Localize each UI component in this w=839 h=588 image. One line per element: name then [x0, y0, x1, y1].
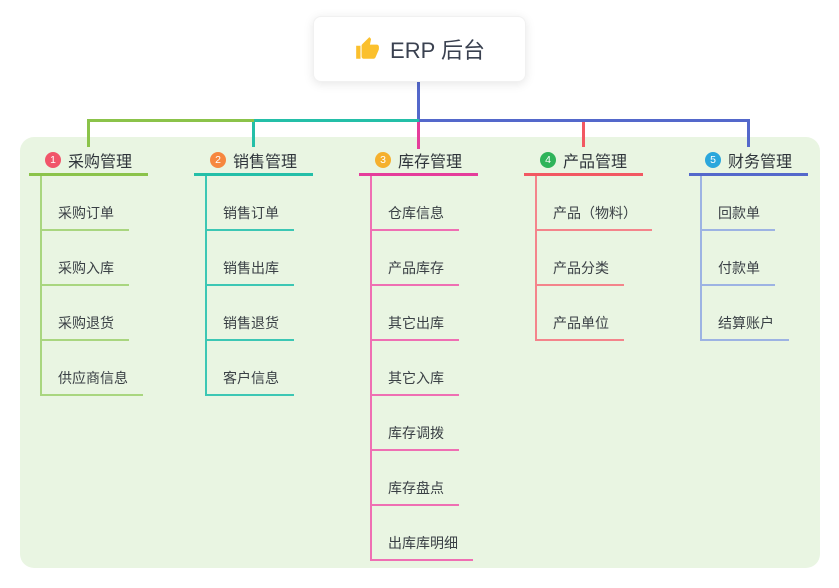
mindmap-child-node[interactable]: 其它入库	[372, 341, 459, 396]
mindmap-child-node[interactable]: 回款单	[702, 176, 775, 231]
connector-segment-right	[419, 119, 750, 122]
child-label: 供应商信息	[58, 370, 128, 386]
branch-drop-line-5	[747, 122, 750, 147]
child-label: 采购订单	[58, 205, 114, 221]
connector-segment-left	[87, 119, 254, 122]
root-connector-line	[417, 82, 420, 121]
branch-column-5: 5 财务管理 回款单付款单结算账户	[689, 146, 808, 341]
branch-label: 产品管理	[562, 153, 627, 171]
branch-children: 采购订单采购入库采购退货供应商信息	[40, 176, 143, 396]
branch-label: 销售管理	[232, 153, 297, 171]
child-label: 库存调拨	[388, 425, 444, 441]
mindmap-child-node[interactable]: 销售订单	[207, 176, 294, 231]
mindmap-child-node[interactable]: 库存调拨	[372, 396, 459, 451]
connector-segment-midleft	[254, 119, 419, 122]
child-label: 产品（物料）	[553, 205, 637, 221]
branch-header[interactable]: 4 产品管理	[524, 146, 643, 176]
mindmap-child-node[interactable]: 供应商信息	[42, 341, 143, 396]
mindmap-child-node[interactable]: 其它出库	[372, 286, 459, 341]
branch-drop-line-3	[417, 122, 420, 149]
child-label: 采购退货	[58, 315, 114, 331]
child-label: 仓库信息	[388, 205, 444, 221]
mindmap-child-node[interactable]: 付款单	[702, 231, 775, 286]
child-label: 客户信息	[223, 370, 279, 386]
mindmap-child-node[interactable]: 出库库明细	[372, 506, 473, 561]
branch-drop-line-4	[582, 122, 585, 147]
branch-header[interactable]: 3 库存管理	[359, 146, 478, 176]
child-label: 回款单	[718, 205, 760, 221]
branch-drop-line-2	[252, 122, 255, 147]
branch-column-2: 2 销售管理 销售订单销售出库销售退货客户信息	[194, 146, 313, 396]
mindmap-child-node[interactable]: 产品分类	[537, 231, 624, 286]
root-node[interactable]: ERP 后台	[313, 16, 526, 82]
mindmap-child-node[interactable]: 产品单位	[537, 286, 624, 341]
child-label: 产品单位	[553, 315, 609, 331]
root-label: ERP 后台	[390, 38, 485, 63]
branch-children: 销售订单销售出库销售退货客户信息	[205, 176, 294, 396]
child-label: 产品分类	[553, 260, 609, 276]
mindmap-child-node[interactable]: 采购退货	[42, 286, 129, 341]
branch-label: 库存管理	[397, 153, 462, 171]
mindmap-child-node[interactable]: 销售出库	[207, 231, 294, 286]
mindmap-child-node[interactable]: 客户信息	[207, 341, 294, 396]
branch-children: 产品（物料） 产品分类产品单位	[535, 176, 652, 341]
child-label: 销售订单	[223, 205, 279, 221]
branch-children: 回款单付款单结算账户	[700, 176, 789, 341]
child-label: 销售退货	[223, 315, 279, 331]
mindmap-child-node[interactable]: 库存盘点	[372, 451, 459, 506]
mindmap-child-node[interactable]: 采购订单	[42, 176, 129, 231]
child-label: 结算账户	[718, 315, 774, 331]
branch-index-badge: 1	[44, 151, 61, 168]
child-label: 其它出库	[388, 315, 444, 331]
branch-header[interactable]: 1 采购管理	[29, 146, 148, 176]
branch-index-badge: 4	[539, 151, 556, 168]
child-label: 销售出库	[223, 260, 279, 276]
branch-drop-line-1	[87, 122, 90, 147]
branch-column-3: 3 库存管理 仓库信息产品库存其它出库其它入库库存调拨库存盘点出库库明细	[359, 146, 478, 561]
branch-children: 仓库信息产品库存其它出库其它入库库存调拨库存盘点出库库明细	[370, 176, 473, 561]
mindmap-child-node[interactable]: 采购入库	[42, 231, 129, 286]
branch-column-4: 4 产品管理 产品（物料） 产品分类产品单位	[524, 146, 652, 341]
child-label: 产品库存	[388, 260, 444, 276]
mindmap-child-node[interactable]: 产品库存	[372, 231, 459, 286]
branch-header[interactable]: 2 销售管理	[194, 146, 313, 176]
mindmap-child-node[interactable]: 销售退货	[207, 286, 294, 341]
mindmap-child-node[interactable]: 仓库信息	[372, 176, 459, 231]
child-label: 库存盘点	[388, 480, 444, 496]
child-label: 其它入库	[388, 370, 444, 386]
branch-label: 采购管理	[67, 153, 132, 171]
mindmap-child-node[interactable]: 结算账户	[702, 286, 789, 341]
thumbs-up-icon	[354, 36, 380, 62]
branches-panel	[20, 137, 820, 568]
branch-index-badge: 5	[704, 151, 721, 168]
branch-label: 财务管理	[727, 153, 792, 171]
branch-column-1: 1 采购管理 采购订单采购入库采购退货供应商信息	[29, 146, 148, 396]
branch-index-badge: 3	[374, 151, 391, 168]
child-label: 采购入库	[58, 260, 114, 276]
child-label: 付款单	[718, 260, 760, 276]
child-label: 出库库明细	[388, 535, 458, 551]
branch-header[interactable]: 5 财务管理	[689, 146, 808, 176]
branch-index-badge: 2	[209, 151, 226, 168]
mindmap-child-node[interactable]: 产品（物料）	[537, 176, 652, 231]
